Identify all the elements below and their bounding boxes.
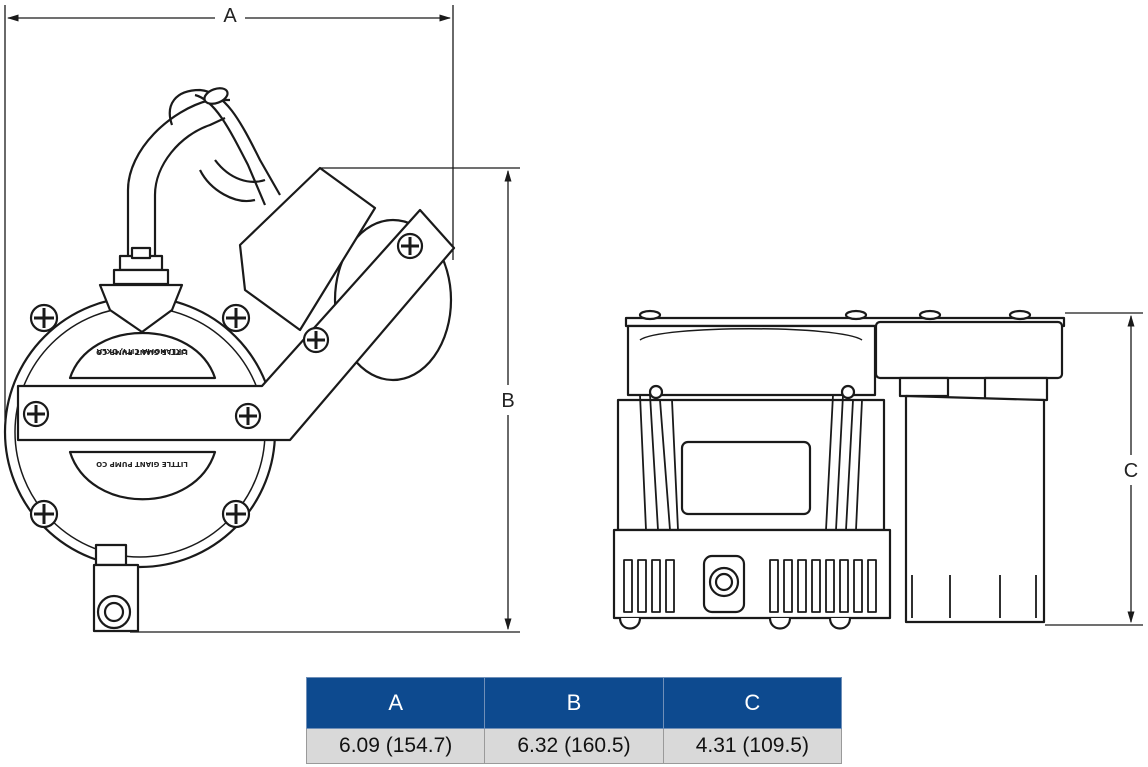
housing-text-bottom: LITTLE GIANT PUMP CO [96, 460, 188, 468]
header-cell-b: B [484, 677, 664, 729]
dimension-c [1045, 312, 1143, 626]
dimension-a-label: A [223, 5, 237, 27]
housing-screw-icon [29, 303, 59, 333]
dimension-c-label: C [1124, 460, 1138, 482]
value-cell-b: 6.32 (160.5) [484, 728, 664, 764]
dimension-a [4, 5, 454, 420]
header-cell-c: C [662, 677, 843, 729]
dimension-table-header-row: A B C [305, 677, 843, 729]
value-cell-c: 4.31 (109.5) [662, 728, 843, 764]
dimension-table-value-row: 6.09 (154.7) 6.32 (160.5) 4.31 (109.5) [305, 728, 843, 764]
bracket-screw-icon [234, 402, 262, 430]
housing-text-top-2: OKLAHOMA CITY, OKLA [96, 347, 187, 355]
bracket-screw-icon [302, 326, 330, 354]
value-cell-a: 6.09 (154.7) [305, 728, 486, 764]
pump-side-view [612, 309, 1066, 630]
dimension-b [130, 167, 520, 633]
housing-screw-icon [221, 499, 251, 529]
header-cell-a: A [305, 677, 486, 729]
dimension-table: A B C 6.09 (154.7) 6.32 (160.5) 4.31 (10… [305, 677, 843, 764]
dimension-b-label: B [501, 390, 514, 412]
bracket-screw-icon [22, 400, 50, 428]
housing-screw-icon [221, 303, 251, 333]
housing-screw-icon [29, 499, 59, 529]
housing-text-top: LITTLE GIANT PUMP CO [96, 348, 188, 356]
bracket-screw-icon [396, 232, 424, 260]
pump-top-view [3, 87, 456, 633]
